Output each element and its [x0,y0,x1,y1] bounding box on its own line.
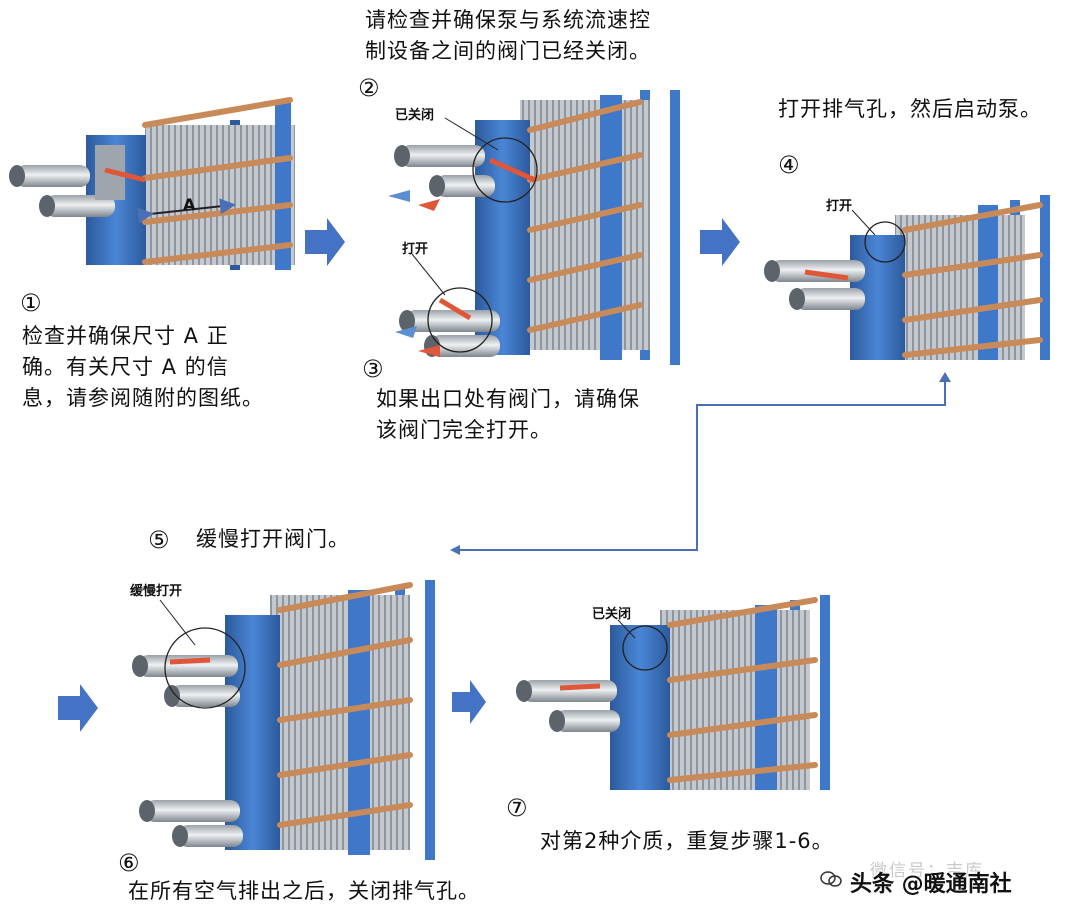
step-2-callout: 已关闭 [395,108,435,123]
exchanger-7 [516,595,830,790]
step-3-text: 如果出口处有阀门，请确保 该阀门完全打开。 [376,384,640,446]
step-5-number: ⑤ [148,526,170,554]
step-1-line-1: 检查并确保尺寸 A 正 [22,324,229,348]
exchanger-1 [9,97,295,270]
step-3-line-1: 如果出口处有阀门，请确保 [376,387,640,411]
step-1-line-3: 息，请参阅随附的图纸。 [22,386,264,410]
step-1-line-2: 确。有关尺寸 A 的信 [22,355,229,379]
step-7-number: ⑦ [506,794,528,822]
connector-line [455,378,946,551]
flow-arrow-2-4 [700,218,740,266]
flow-arrow-into-5 [58,684,98,732]
step-3-line-2: 该阀门完全打开。 [376,418,552,442]
step-2-line-2: 制设备之间的阀门已经关闭。 [365,39,651,63]
exchanger-2 [388,90,680,365]
step-4-callout: 打开 [826,199,853,214]
step-1-number: ① [20,289,42,317]
exchanger-5 [132,580,435,860]
step-7-callout: 已关闭 [592,607,632,622]
step-1-text: 检查并确保尺寸 A 正 确。有关尺寸 A 的信 息，请参阅随附的图纸。 [22,321,264,414]
step-2-line-1: 请检查并确保泵与系统流速控 [365,8,651,32]
step-5-callout: 缓慢打开 [130,584,183,599]
flow-arrow-1-2 [305,218,345,266]
flow-arrow-5-7 [452,680,486,724]
watermark-faint: 微信号：吉库 [870,861,984,881]
step-7-line-1: 对第2种介质，重复步骤1-6。 [540,829,834,853]
watermark-main: 头条 @暖通南社 [850,872,1012,897]
step-6-line-1: 在所有空气排出之后，关闭排气孔。 [128,879,480,903]
step-5-line-1: 缓慢打开阀门。 [196,527,350,551]
step-4-number: ④ [778,151,800,179]
step-6-number: ⑥ [118,849,140,877]
exchanger-4 [764,195,1050,360]
step-3-callout: 打开 [402,242,429,257]
step-2-text: 请检查并确保泵与系统流速控 制设备之间的阀门已经关闭。 [365,5,651,67]
dimension-label-a: A [183,195,196,214]
watermark-icon [820,870,842,888]
step-2-number: ② [358,74,380,102]
step-3-number: ③ [362,355,384,383]
step-4-line-1: 打开排气孔，然后启动泵。 [778,97,1042,121]
